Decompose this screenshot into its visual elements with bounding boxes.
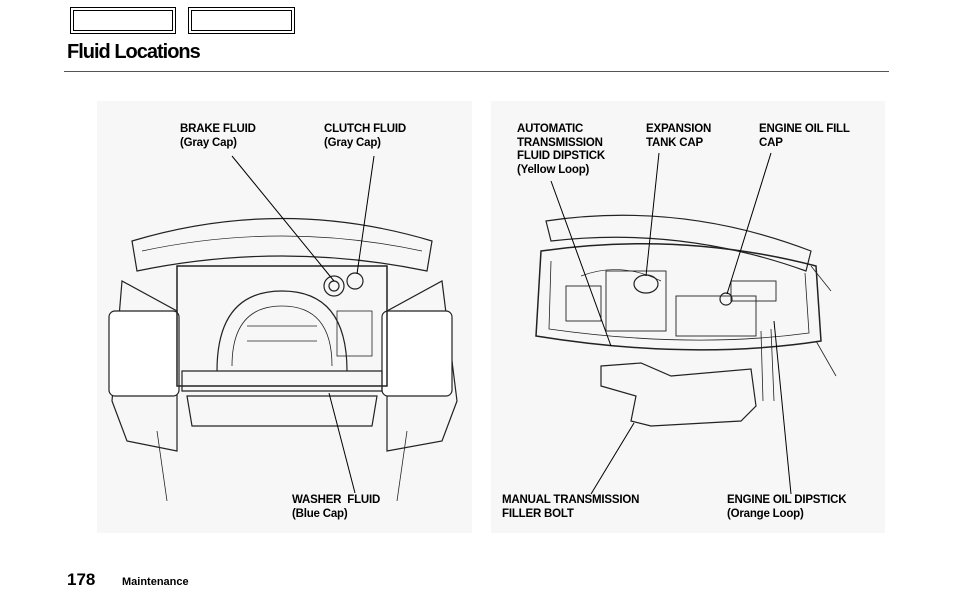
label-atf-dipstick: AUTOMATIC TRANSMISSION FLUID DIPSTICK (Y… [517, 123, 605, 176]
label-expansion-tank-cap: EXPANSION TANK CAP [646, 123, 712, 149]
label-engine-oil-dipstick: ENGINE OIL DIPSTICK (Orange Loop) [727, 494, 847, 520]
label-clutch-fluid: CLUTCH FLUID (Gray Cap) [324, 123, 406, 149]
page-title: Fluid Locations [67, 41, 201, 63]
title-divider [64, 71, 889, 72]
nav-button-previous[interactable] [70, 7, 176, 34]
page-number: 178 [67, 570, 96, 589]
label-engine-oil-fill-cap: ENGINE OIL FILL CAP [759, 123, 850, 149]
engine-compartment-illustration: AUTOMATIC TRANSMISSION FLUID DIPSTICK (Y… [491, 101, 885, 533]
front-compartment-illustration: BRAKE FLUID (Gray Cap) CLUTCH FLUID (Gra… [97, 101, 472, 533]
nav-button-next[interactable] [188, 7, 295, 34]
label-washer-fluid: WASHER FLUID (Blue Cap) [292, 494, 381, 520]
front-compartment-drawing [108, 155, 458, 502]
label-manual-transmission-filler-bolt: MANUAL TRANSMISSION FILLER BOLT [502, 494, 640, 520]
section-name: Maintenance [122, 576, 189, 588]
engine-compartment-drawing [535, 152, 837, 495]
label-brake-fluid: BRAKE FLUID (Gray Cap) [180, 123, 256, 149]
